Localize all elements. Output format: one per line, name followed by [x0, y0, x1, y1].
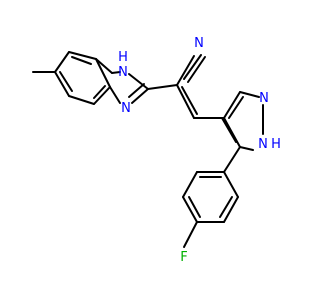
bond: [228, 96, 244, 119]
molecule-structure: N H N N N N H F: [32, 36, 281, 265]
bond: [93, 85, 106, 99]
bond: [239, 146, 254, 151]
bond: [59, 71, 73, 92]
pyrazole-ring: [221, 91, 264, 151]
atom-pyrazole-nh-n: N: [258, 137, 268, 152]
atom-pyrazole-n: N: [259, 91, 269, 106]
bond: [68, 51, 97, 60]
atom-benzimidazole-nh-h: H: [118, 50, 128, 65]
bond: [131, 88, 149, 104]
fluorophenyl-ring: [182, 146, 241, 248]
bond: [223, 196, 239, 223]
bond: [71, 56, 92, 65]
bond: [219, 196, 233, 218]
acrylonitrile-linker: [147, 54, 225, 119]
atom-benzimidazole-nh-n: N: [118, 65, 128, 80]
bond: [223, 171, 239, 198]
bond: [95, 58, 111, 88]
bond: [54, 51, 70, 73]
bond-vinyl: [176, 84, 195, 119]
bond-nitrile: [187, 56, 206, 83]
bond: [182, 196, 198, 223]
atom-benzimidazole-n: N: [121, 101, 131, 116]
bond: [54, 71, 70, 97]
atom-fluorine: F: [180, 250, 187, 265]
bond: [68, 95, 95, 105]
bond: [147, 84, 178, 90]
benzimidazole-ring: [32, 51, 149, 105]
bond: [93, 86, 111, 105]
bond: [223, 117, 241, 148]
atom-nitrile-n: N: [194, 36, 204, 51]
bond: [221, 117, 237, 143]
bond: [239, 91, 260, 98]
bond: [182, 171, 198, 198]
bond: [128, 73, 149, 90]
bond: [109, 86, 121, 104]
bond-nitrile-c: [176, 55, 195, 86]
bond-nitrile: [183, 54, 202, 80]
bond: [128, 83, 145, 98]
bond-vinyl-double: [181, 86, 198, 115]
bond: [111, 71, 121, 74]
bond: [223, 91, 241, 119]
bond: [223, 146, 241, 173]
bond-c-f: [183, 221, 198, 248]
atom-pyrazole-nh-h: H: [271, 137, 281, 152]
bond: [95, 58, 113, 74]
bond: [188, 196, 201, 218]
